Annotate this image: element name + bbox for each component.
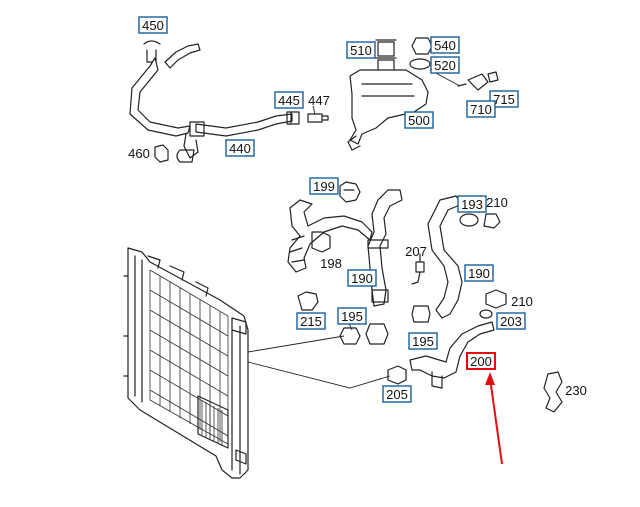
label-445[interactable]: 445 <box>274 91 304 109</box>
label-190-right[interactable]: 190 <box>464 264 494 282</box>
label-207: 207 <box>405 244 427 259</box>
label-450[interactable]: 450 <box>138 16 168 34</box>
svg-text:445: 445 <box>278 93 300 108</box>
label-710[interactable]: 710 <box>466 100 496 118</box>
label-540[interactable]: 540 <box>430 36 460 54</box>
svg-text:210: 210 <box>511 294 533 309</box>
label-203[interactable]: 203 <box>496 312 526 330</box>
label-205[interactable]: 205 <box>382 385 412 403</box>
svg-text:195: 195 <box>412 334 434 349</box>
svg-text:193: 193 <box>461 197 483 212</box>
svg-text:205: 205 <box>386 387 408 402</box>
label-715[interactable]: 715 <box>489 90 519 108</box>
label-210-top: 210 <box>486 195 508 210</box>
svg-text:460: 460 <box>128 146 150 161</box>
label-500[interactable]: 500 <box>404 111 434 129</box>
label-190-left[interactable]: 190 <box>347 269 377 287</box>
svg-text:715: 715 <box>493 92 515 107</box>
svg-text:447: 447 <box>308 93 330 108</box>
svg-text:500: 500 <box>408 113 430 128</box>
label-510[interactable]: 510 <box>346 41 376 59</box>
svg-text:207: 207 <box>405 244 427 259</box>
label-195-right[interactable]: 195 <box>408 332 438 350</box>
expansion-tank-assembly <box>347 37 499 151</box>
svg-text:199: 199 <box>313 179 335 194</box>
svg-text:210: 210 <box>486 195 508 210</box>
svg-text:215: 215 <box>300 314 322 329</box>
radiator <box>123 247 249 479</box>
label-230: 230 <box>565 383 587 398</box>
svg-text:195: 195 <box>341 309 363 324</box>
label-193[interactable]: 193 <box>457 195 487 213</box>
highlight-arrow <box>485 372 503 465</box>
svg-text:198: 198 <box>320 256 342 271</box>
label-520[interactable]: 520 <box>430 56 460 74</box>
label-199[interactable]: 199 <box>309 177 339 195</box>
label-460: 460 <box>128 146 150 161</box>
svg-text:203: 203 <box>500 314 522 329</box>
svg-text:190: 190 <box>351 271 373 286</box>
label-215[interactable]: 215 <box>296 312 326 330</box>
label-195-left[interactable]: 195 <box>337 307 367 325</box>
svg-text:540: 540 <box>434 38 456 53</box>
label-440[interactable]: 440 <box>225 139 255 157</box>
svg-text:510: 510 <box>350 43 372 58</box>
svg-text:450: 450 <box>142 18 164 33</box>
part-labels: 450 445 447 460 440 510 540 520 715 710 … <box>128 16 587 403</box>
label-198: 198 <box>320 256 342 271</box>
svg-text:190: 190 <box>468 266 490 281</box>
svg-text:200: 200 <box>470 354 492 369</box>
svg-text:440: 440 <box>229 141 251 156</box>
label-200[interactable]: 200 <box>466 352 496 370</box>
svg-text:230: 230 <box>565 383 587 398</box>
svg-text:710: 710 <box>470 102 492 117</box>
label-447: 447 <box>308 93 330 108</box>
upper-hose-assembly <box>129 40 329 163</box>
label-210-bottom: 210 <box>511 294 533 309</box>
svg-text:520: 520 <box>434 58 456 73</box>
